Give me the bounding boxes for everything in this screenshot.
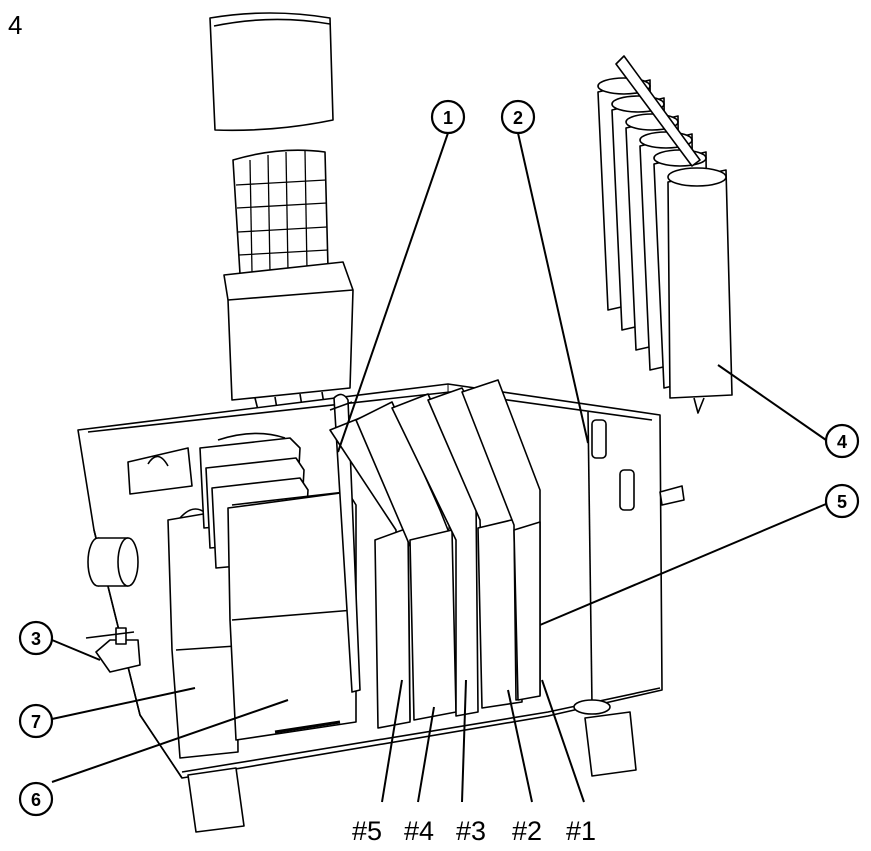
- partition-3: [391, 393, 479, 717]
- callout-1-label: 1: [443, 108, 453, 128]
- float-switch: [573, 411, 611, 715]
- callout-6-label: 6: [31, 790, 41, 810]
- chamber-label-5: #5: [352, 816, 382, 846]
- leader-lines: [51, 132, 827, 803]
- callout-2-label: 2: [513, 108, 523, 128]
- pump-left-top: [127, 447, 193, 495]
- chamber-label-4: #4: [404, 816, 434, 846]
- callout-3: 3: [18, 620, 54, 656]
- filter-box-6: [227, 491, 357, 741]
- callout-6: 6: [18, 781, 54, 817]
- filter-cartridge: [223, 149, 354, 411]
- callout-7: 7: [18, 703, 54, 739]
- callout-5: 5: [824, 483, 860, 519]
- callout-4-label: 4: [837, 432, 847, 452]
- callout-1: 1: [430, 99, 466, 135]
- filter-lid: [209, 12, 334, 132]
- ball-valve: [85, 627, 141, 673]
- partition-1: [461, 379, 541, 701]
- chamber-label-2: #2: [512, 816, 542, 846]
- callout-5-label: 5: [837, 492, 847, 512]
- callout-4: 4: [824, 423, 860, 459]
- figure-number: 4: [8, 10, 22, 40]
- standpipe: [329, 393, 361, 693]
- bio-media-cylinders: [597, 55, 733, 414]
- callout-3-label: 3: [31, 629, 41, 649]
- chamber-label-3: #3: [456, 816, 486, 846]
- wall-brackets: [591, 419, 685, 511]
- callout-7-label: 7: [31, 712, 41, 732]
- cartridge-grid: [235, 150, 329, 273]
- tank-legs: [187, 711, 637, 833]
- chamber-label-1: #1: [566, 816, 596, 846]
- chamber-labels: #5 #4 #3 #2 #1: [352, 816, 596, 846]
- callout-2: 2: [500, 99, 536, 135]
- outlet-pipe: [87, 537, 139, 587]
